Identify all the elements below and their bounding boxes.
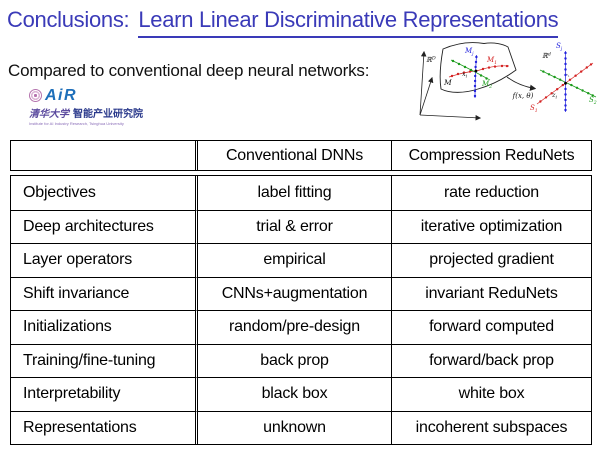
m-blue-label: Mj [464,47,474,57]
header-empty-cell [11,141,195,170]
dnn-value-cell: black box [195,377,391,411]
dnn-value-cell: empirical [195,243,391,277]
row-label-cell: Initializations [11,310,195,344]
redunet-value-cell: invariant ReduNets [391,276,591,310]
x-point-dot [474,69,478,73]
row-label-cell: Interpretability [11,377,195,411]
title-prefix: Conclusions: [7,7,130,32]
row-label-cell: Layer operators [11,243,195,277]
redunet-value-cell: iterative optimization [391,209,591,243]
red-samples [450,64,509,78]
blue-samples [473,55,478,98]
tsinghua-emblem-icon [29,89,42,102]
redunet-value-cell: rate reduction [391,176,591,210]
manifold-label: M [443,78,452,87]
row-label-cell: Representations [11,410,195,445]
redunet-value-cell: forward/back prop [391,343,591,377]
tsinghua-script-text: 清华大学 [29,109,69,120]
row-label-cell: Training/fine-tuning [11,343,195,378]
blue-subspace-samples [564,51,567,112]
header-conventional-dnns: Conventional DNNs [195,141,391,170]
row-label-cell: Objectives [23,183,96,201]
institute-cn-text: 智能产业研究院 [73,109,143,120]
redunet-value-cell: incoherent subspaces [391,410,591,444]
comparison-table: Objectives label fitting rate reduction … [10,175,592,445]
slide-title: Conclusions: Learn Linear Discriminative… [7,7,559,38]
x-point-label: xi [462,70,468,80]
logo-top-row: AiR [29,87,189,104]
green-samples [451,59,488,80]
row-label-cell: Shift invariance [11,276,195,311]
header-compression-redunets: Compression ReduNets [391,141,591,170]
dnn-value-cell: CNNs+augmentation [195,276,391,310]
manifold-sheet [439,42,517,93]
green-subspace-samples [542,70,594,97]
dnn-value-cell: label fitting [195,176,391,210]
table-header-row: Conventional DNNs Compression ReduNets [10,140,592,171]
s-blue-label: Sj [556,42,563,52]
manifold-curve-red [448,65,510,78]
air-logo: AiR 清华大学 智能产业研究院 Institute for AI Indust… [29,87,189,126]
row-label-cell: Deep architectures [11,209,195,244]
m-red-label: M1 [486,56,497,66]
z-point-label: zi [551,91,557,101]
rD-space-label: ℝD [426,56,436,65]
dnn-value-cell: unknown [195,410,391,444]
s-green-label: S2 [589,96,597,106]
logo-chinese-line: 清华大学 智能产业研究院 [29,105,189,120]
logo-caption: Institute for AI Industry Research, Tsin… [29,121,124,126]
z-point-dot [564,81,567,85]
red-subspace-samples [539,63,593,103]
dnn-value-cell: random/pre-design [195,310,391,344]
mapping-function-label: f(x, θ) [512,92,534,100]
air-wordmark: AiR [45,86,78,104]
rd-axes [419,50,482,121]
redunet-value-cell: projected gradient [391,243,591,277]
rd-small-space-label: ℝd [542,52,551,61]
mapping-arrow [506,76,537,91]
dnn-value-cell: back prop [195,343,391,377]
s-red-label: S1 [530,104,538,114]
manifold-mapping-diagram: ℝD M Mj M1 M2 xi f(x, θ) [419,42,597,121]
title-underlined: Learn Linear Discriminative Representati… [138,7,559,38]
subtitle: Compared to conventional deep neural net… [8,61,370,80]
m-green-label: M2 [481,80,492,90]
redunet-value-cell: forward computed [391,310,591,344]
dnn-value-cell: trial & error [195,209,391,243]
redunet-value-cell: white box [391,377,591,411]
